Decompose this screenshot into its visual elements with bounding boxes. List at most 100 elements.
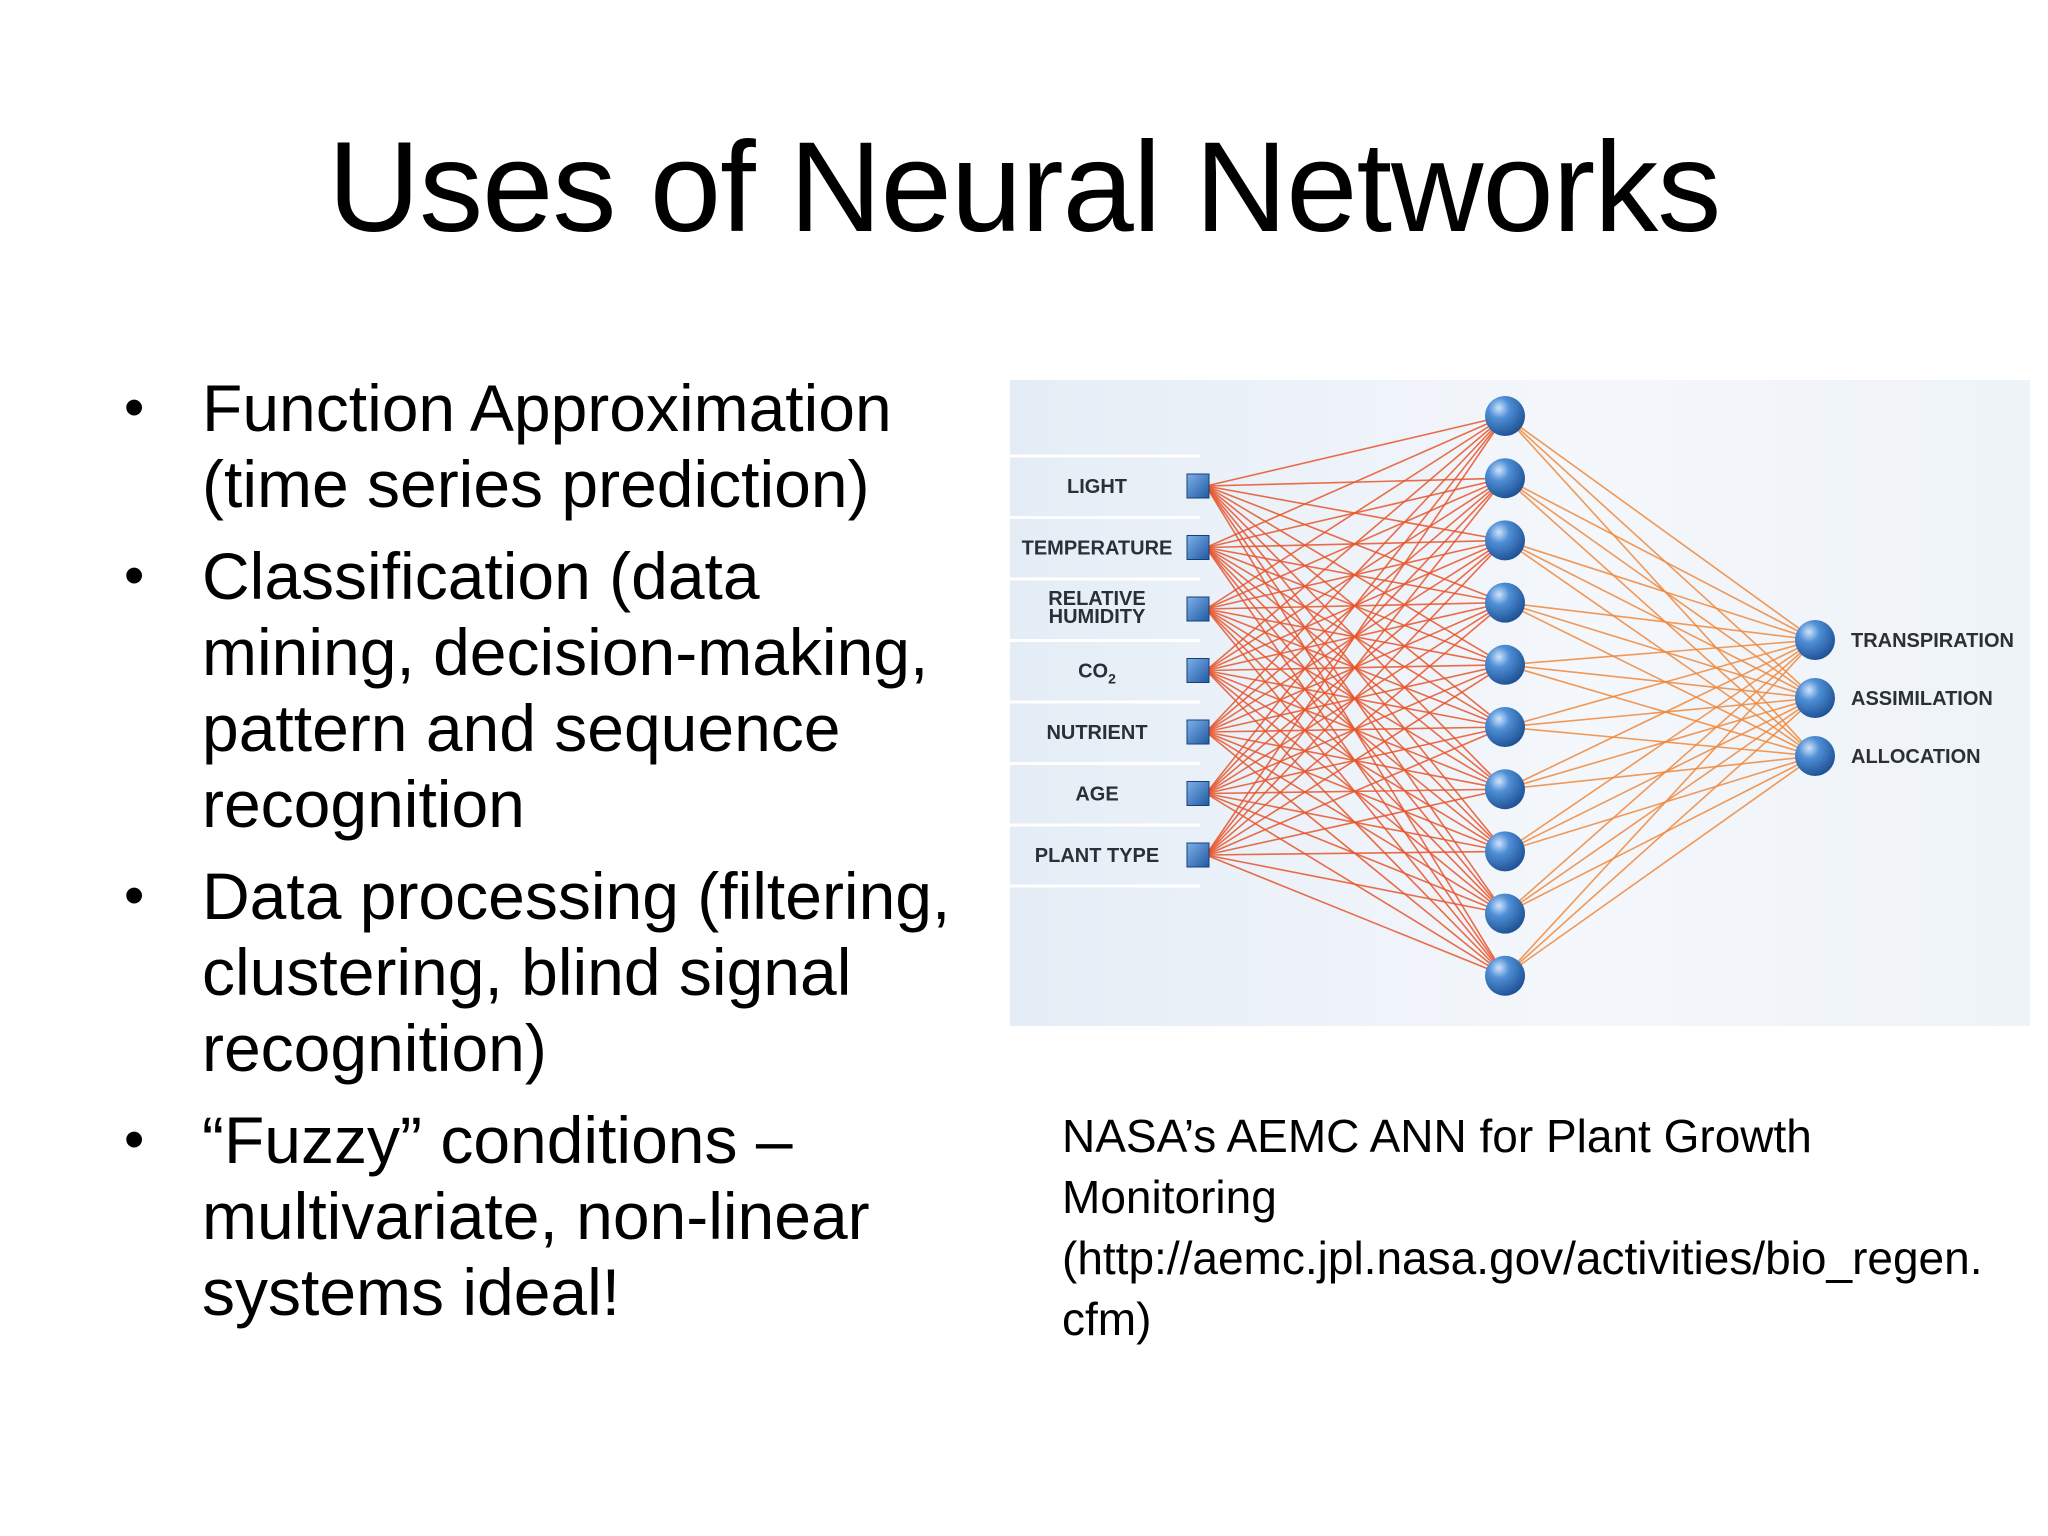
- edge-hidden-output: [1504, 477, 1816, 699]
- caption-url: (http://aemc.jpl.nasa.gov/activities/bio…: [1062, 1232, 1983, 1345]
- bullet-text: Data processing (filtering, clustering, …: [202, 859, 951, 1085]
- hidden-node: [1485, 396, 1525, 436]
- input-label: LIGHT: [1067, 476, 1127, 498]
- bullet-list: • Function Approximation (time series pre…: [110, 370, 990, 1346]
- input-node: [1186, 596, 1210, 622]
- hidden-node: [1485, 893, 1525, 934]
- edge-input-hidden: [1205, 788, 1506, 856]
- figure-caption: NASA’s AEMC ANN for Plant Growth Monitor…: [1062, 1106, 2002, 1350]
- bullet-text: “Fuzzy” conditions – multivariate, non-l…: [202, 1103, 870, 1329]
- output-label: ALLOCATION: [1851, 746, 1981, 768]
- input-label: NUTRIENT: [1046, 722, 1147, 744]
- hidden-node: [1485, 707, 1525, 747]
- edge-hidden-output: [1504, 415, 1816, 699]
- edge-hidden-output: [1504, 755, 1816, 915]
- hidden-node: [1485, 644, 1525, 685]
- output-node: [1795, 620, 1835, 660]
- input-label: RELATIVE: [1048, 588, 1145, 610]
- output-node: [1795, 736, 1835, 776]
- edge-hidden-output: [1504, 664, 1816, 757]
- bullet-item: • Function Approximation (time series pre…: [110, 370, 990, 522]
- edge-hidden-output: [1504, 639, 1816, 853]
- edge-input-hidden: [1205, 601, 1506, 856]
- edge-input-hidden: [1205, 850, 1506, 856]
- bullet-text: Function Approximation (time series pred…: [202, 371, 892, 521]
- bullet-text: Classification (data mining, decision-ma…: [202, 539, 929, 841]
- hidden-node: [1485, 520, 1525, 561]
- bullet-symbol: •: [124, 375, 145, 440]
- edge-input-hidden: [1205, 415, 1506, 610]
- edge-hidden-output: [1504, 639, 1816, 915]
- edge-hidden-output: [1504, 415, 1816, 641]
- output-label: TRANSPIRATION: [1851, 630, 2014, 652]
- edge-input-hidden: [1205, 477, 1506, 856]
- input-label: AGE: [1075, 784, 1118, 806]
- network-edges: [1205, 415, 1816, 977]
- edge-hidden-output: [1504, 415, 1816, 757]
- hidden-node: [1485, 955, 1525, 996]
- edge-hidden-output: [1504, 639, 1816, 977]
- slide-title: Uses of Neural Networks: [327, 116, 1722, 259]
- edge-hidden-output: [1504, 697, 1816, 853]
- edge-input-hidden: [1205, 726, 1506, 856]
- input-label: HUMIDITY: [1049, 606, 1146, 628]
- edge-hidden-output: [1504, 697, 1816, 977]
- bullet-item: • Classification (data mining, decision-m…: [110, 538, 990, 842]
- edge-input-hidden: [1205, 664, 1506, 856]
- edge-input-hidden: [1205, 539, 1506, 856]
- input-node: [1186, 658, 1210, 683]
- bullet-symbol: •: [124, 543, 145, 608]
- network-nodes: [1186, 396, 1835, 996]
- input-node: [1186, 842, 1210, 868]
- input-node: [1186, 473, 1210, 499]
- edge-hidden-output: [1504, 726, 1816, 757]
- edge-hidden-output: [1504, 639, 1816, 666]
- edge-hidden-output: [1504, 539, 1816, 641]
- edge-input-hidden: [1205, 415, 1506, 487]
- hidden-node: [1485, 831, 1525, 872]
- input-label: CO2: [1078, 661, 1116, 687]
- input-label: TEMPERATURE: [1022, 538, 1173, 560]
- edge-input-hidden: [1205, 854, 1506, 915]
- edge-input-hidden: [1205, 854, 1506, 977]
- edge-hidden-output: [1504, 639, 1816, 790]
- edge-hidden-output: [1504, 601, 1816, 641]
- edge-input-hidden: [1205, 415, 1506, 733]
- edge-hidden-output: [1504, 639, 1816, 728]
- edge-hidden-output: [1504, 697, 1816, 915]
- caption-title: NASA’s AEMC ANN for Plant Growth Monitor…: [1062, 1110, 1812, 1223]
- bullet-symbol: •: [124, 863, 145, 928]
- bullet-item: • “Fuzzy” conditions – multivariate, non-…: [110, 1102, 990, 1330]
- hidden-node: [1485, 458, 1525, 499]
- edge-hidden-output: [1504, 755, 1816, 853]
- output-node: [1795, 678, 1835, 718]
- input-label: PLANT TYPE: [1035, 845, 1159, 867]
- edge-hidden-output: [1504, 539, 1816, 699]
- edge-input-hidden: [1205, 415, 1506, 856]
- edge-input-hidden: [1205, 415, 1506, 672]
- edge-hidden-output: [1504, 601, 1816, 757]
- edge-hidden-output: [1504, 477, 1816, 757]
- input-label-rows: [1010, 454, 1200, 888]
- edge-hidden-output: [1504, 755, 1816, 977]
- bullet-symbol: •: [124, 1107, 145, 1172]
- edge-hidden-output: [1504, 477, 1816, 641]
- edge-hidden-output: [1504, 601, 1816, 699]
- edge-hidden-output: [1504, 539, 1816, 757]
- input-node: [1186, 719, 1210, 745]
- hidden-node: [1485, 769, 1525, 810]
- hidden-node: [1485, 582, 1525, 623]
- input-node: [1186, 781, 1210, 806]
- output-label: ASSIMILATION: [1851, 688, 1993, 710]
- edge-hidden-output: [1504, 755, 1816, 790]
- edge-input-hidden: [1205, 415, 1506, 794]
- edge-hidden-output: [1504, 697, 1816, 790]
- bullet-item: • Data processing (filtering, clustering,…: [110, 858, 990, 1086]
- edge-hidden-output: [1504, 697, 1816, 728]
- input-node: [1186, 535, 1210, 560]
- edge-input-hidden: [1205, 415, 1506, 549]
- edge-hidden-output: [1504, 664, 1816, 699]
